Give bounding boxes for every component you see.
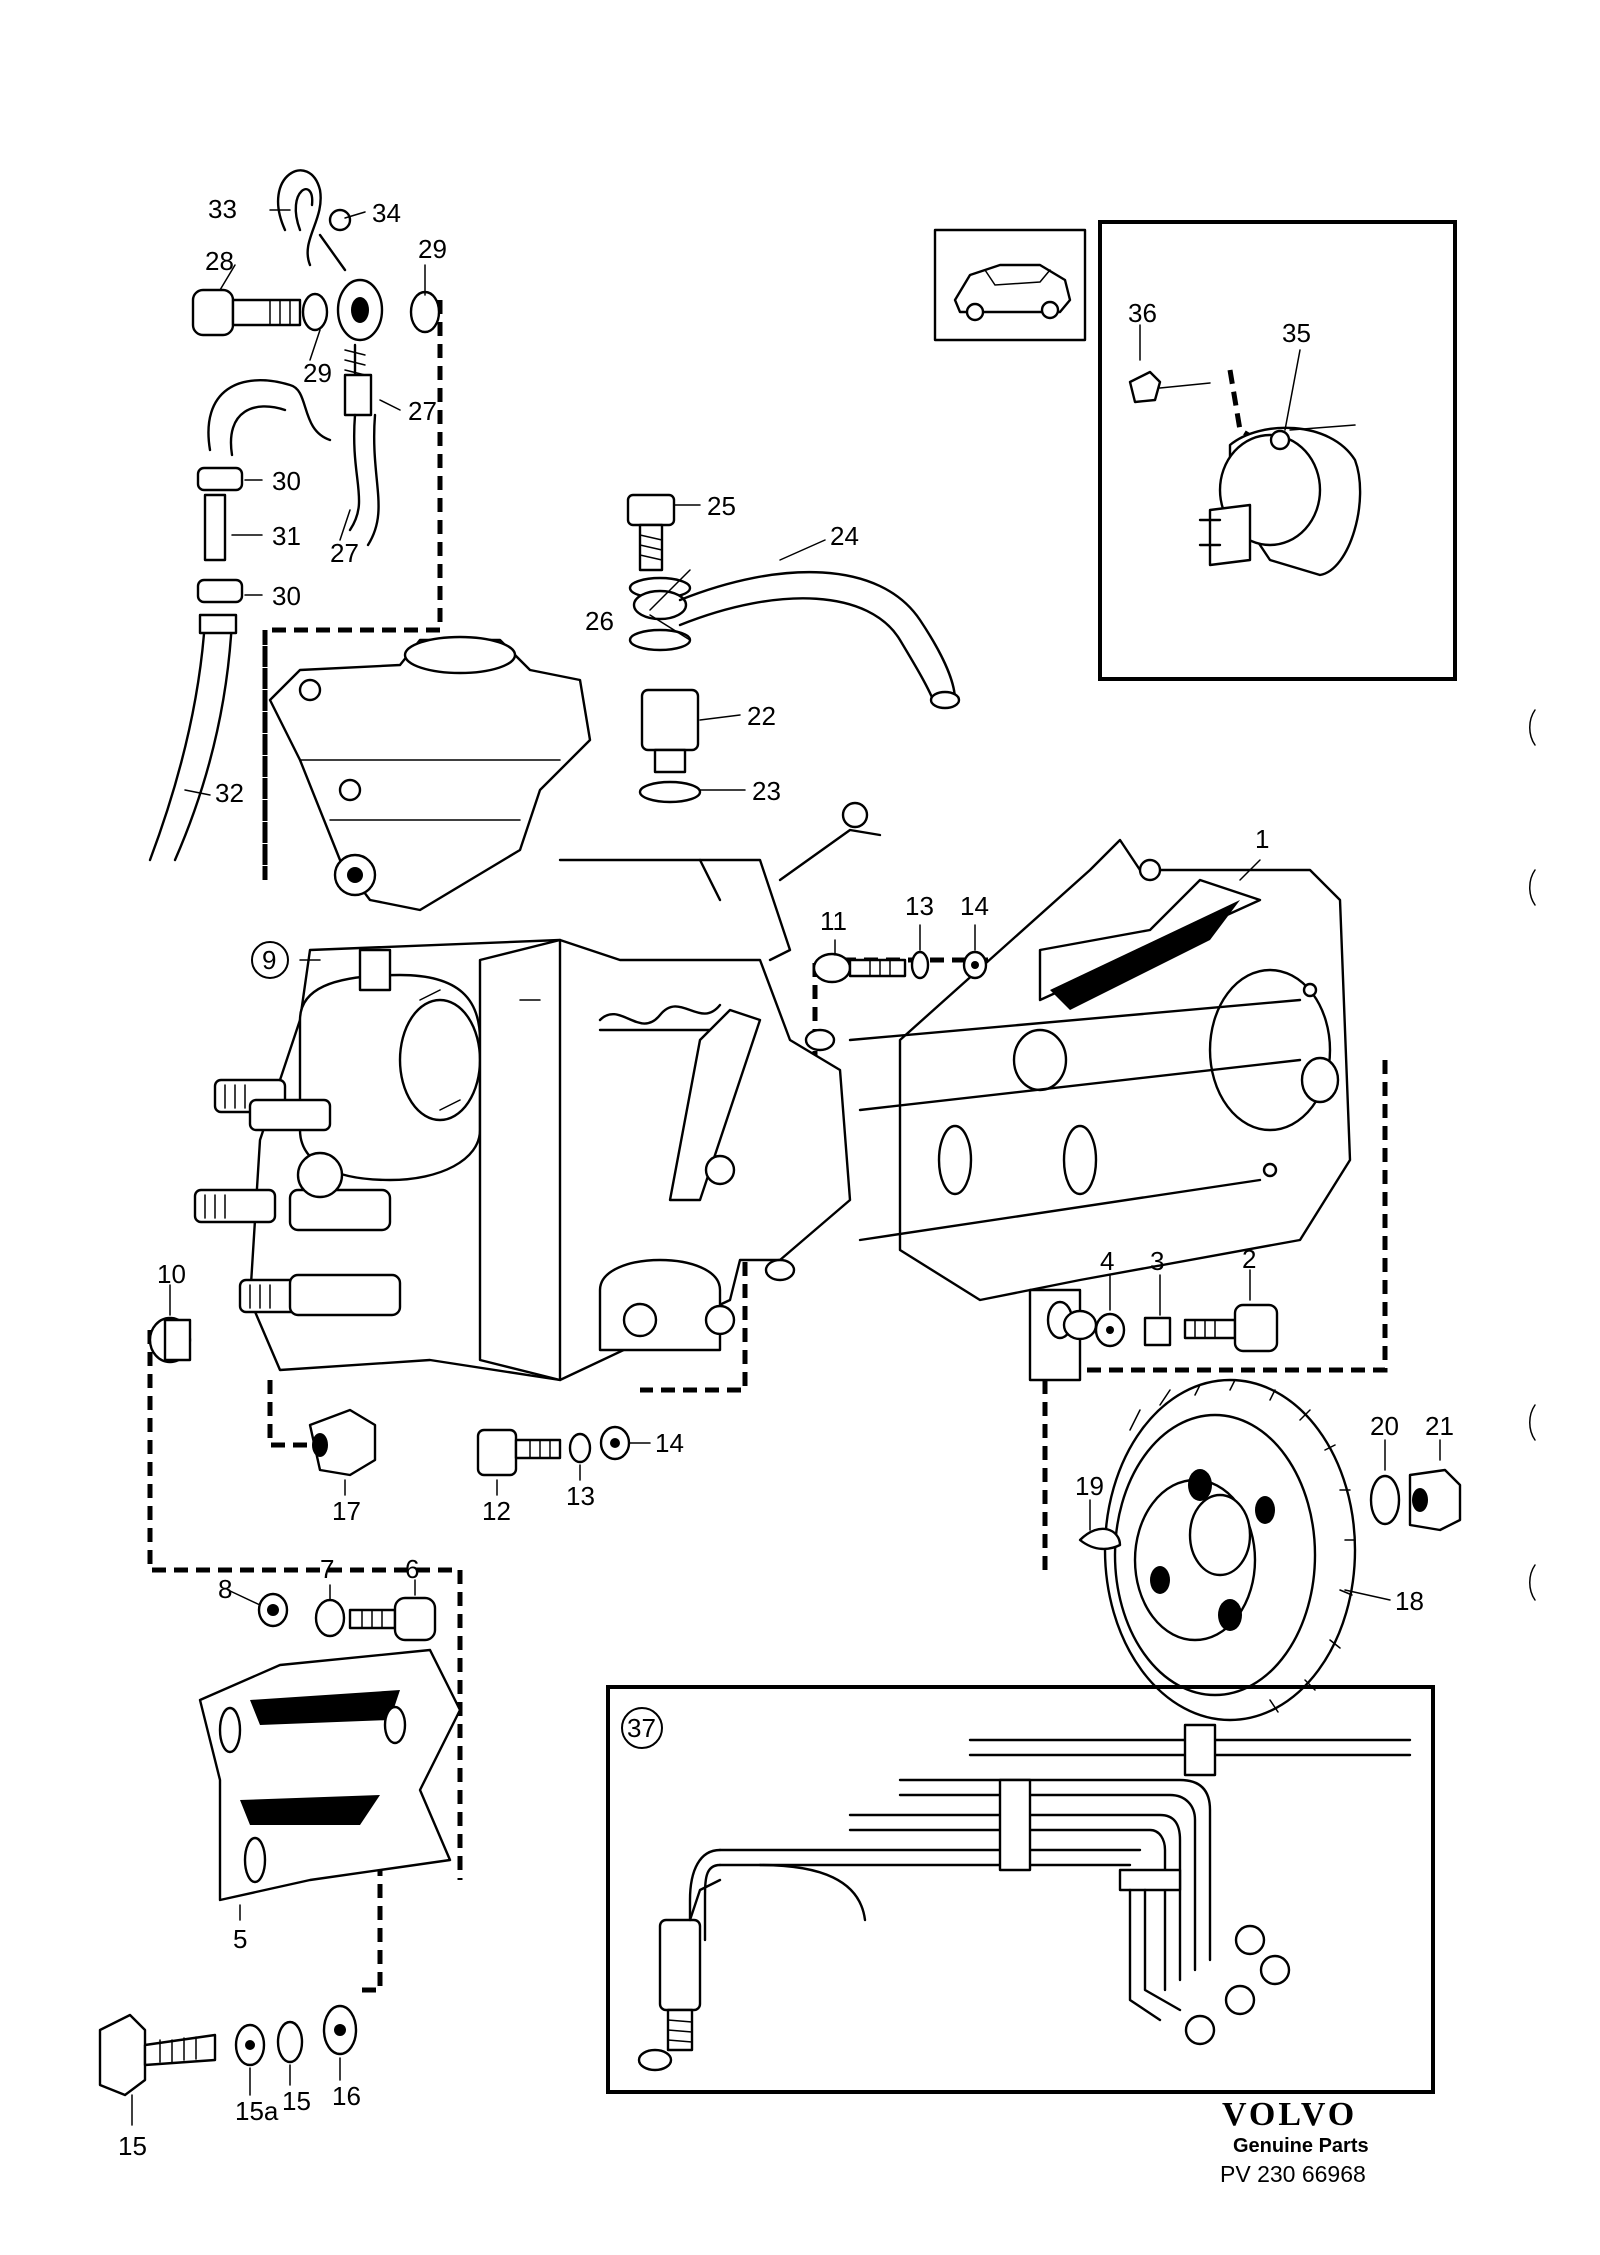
label-5: 5 (233, 1924, 247, 1954)
support-bracket (98, 1592, 462, 2097)
vehicle-thumbnail (933, 228, 1087, 342)
label-36: 35 (1282, 318, 1311, 348)
inset-fuel-lines (606, 1685, 1435, 2094)
delivery-outlets (193, 1078, 402, 1317)
label-18: 17 (332, 1496, 361, 1526)
label-34: 33 (208, 194, 237, 224)
label-31-lower: 30 (272, 581, 301, 611)
label-16: 15 (282, 2086, 311, 2116)
label-14-upper: 14 (960, 891, 989, 921)
label-14-lower: 14 (655, 1428, 684, 1458)
label-4: 4 (1100, 1246, 1114, 1276)
label-30-top: 29 (418, 234, 447, 264)
label-38: 37 (627, 1713, 656, 1743)
label-28-lower: 27 (330, 538, 359, 568)
label-25: 24 (830, 521, 859, 551)
label-7: 7 (320, 1554, 334, 1584)
label-20: 19 (1075, 1471, 1104, 1501)
fasteners (148, 950, 1279, 1477)
label-28-upper: 27 (408, 396, 437, 426)
label-3: 3 (1150, 1246, 1164, 1276)
inset-sensor (1098, 220, 1457, 681)
footer-brand: VOLVO Genuine Parts PV 230 66968 (1220, 2096, 1369, 2187)
label-1: 1 (1255, 824, 1269, 854)
callout-leaders (131, 209, 1441, 2126)
label-13-upper: 13 (905, 891, 934, 921)
label-32: 31 (272, 521, 301, 551)
inlet-fitting-assembly (626, 493, 961, 804)
label-33: 32 (215, 778, 244, 808)
label-22: 21 (1425, 1411, 1454, 1441)
pump-pulley (1078, 1378, 1462, 1722)
injection-pump-body (193, 635, 882, 1382)
label-17: 16 (332, 2081, 361, 2111)
label-8: 8 (218, 1574, 232, 1604)
label-11: 11 (820, 906, 847, 936)
label-30-bottom: 29 (303, 358, 332, 388)
label-12: 12 (482, 1496, 511, 1526)
label-19: 18 (1395, 1586, 1424, 1616)
label-26: 25 (707, 491, 736, 521)
label-37: 36 (1128, 298, 1157, 328)
brand-logo: VOLVO (1222, 2096, 1357, 2133)
margin-marks (1529, 709, 1536, 1601)
label-6: 6 (405, 1554, 419, 1584)
label-2: 2 (1242, 1244, 1256, 1274)
label-9-circle (251, 941, 289, 979)
label-21: 20 (1370, 1411, 1399, 1441)
label-31-upper: 30 (272, 466, 301, 496)
label-24: 23 (752, 776, 781, 806)
pump-bracket (848, 838, 1352, 1382)
part-number: PV 230 66968 (1220, 2161, 1366, 2187)
label-27: 26 (585, 606, 614, 636)
label-15: 15 (118, 2131, 147, 2161)
label-10: 10 (157, 1259, 186, 1289)
callout-labels: 33 34 28 29 29 27 27 30 31 30 32 25 24 2… (118, 194, 1454, 2161)
brand-tagline: Genuine Parts (1233, 2135, 1369, 2157)
return-hose-assembly (148, 169, 441, 862)
label-29: 28 (205, 246, 234, 276)
label-13-lower: 13 (566, 1481, 595, 1511)
assembly-dashed-lines (147, 300, 1388, 1993)
label-35: 34 (372, 198, 401, 228)
label-15a: 15a (235, 2096, 279, 2126)
label-38-circle (621, 1707, 663, 1749)
label-9: 9 (262, 945, 276, 975)
label-23: 22 (747, 701, 776, 731)
